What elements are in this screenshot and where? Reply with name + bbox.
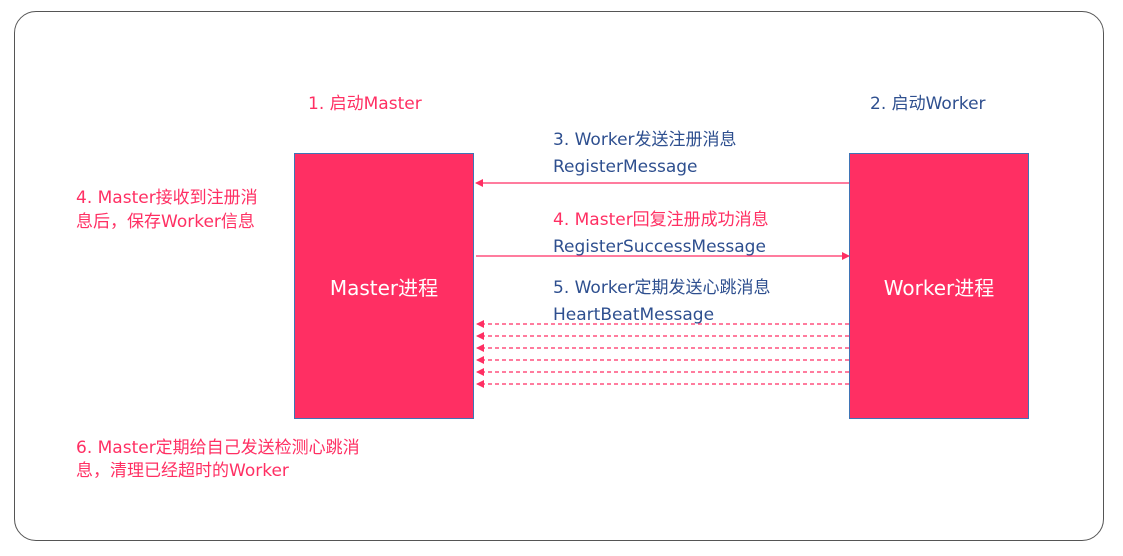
register-message-name: RegisterMessage [553, 157, 698, 177]
step-register-title: 3. Worker发送注册消息 [553, 130, 737, 150]
reply-message-name: RegisterSuccessMessage [553, 237, 766, 257]
diagram-frame [14, 11, 1104, 541]
step-reply-title: 4. Master回复注册成功消息 [553, 210, 769, 230]
worker-process-label: Worker进程 [883, 275, 995, 300]
step-start-master: 1. 启动Master [308, 94, 422, 114]
master-process-label: Master进程 [329, 275, 439, 300]
master-save-note-line1: 4. Master接收到注册消 [76, 188, 258, 208]
master-process-box: Master进程 [294, 153, 474, 419]
step-start-worker: 2. 启动Worker [870, 94, 986, 114]
heartbeat-message-name: HeartBeatMessage [553, 305, 715, 325]
heartbeat-arrows [476, 320, 849, 388]
worker-process-box: Worker进程 [849, 153, 1029, 419]
check-heartbeat-note-line2: 息，清理已经超时的Worker [76, 461, 289, 481]
check-heartbeat-note-line1: 6. Master定期给自己发送检测心跳消 [76, 438, 360, 458]
master-save-note-line2: 息后，保存Worker信息 [76, 212, 255, 232]
step-heartbeat-title: 5. Worker定期发送心跳消息 [553, 278, 771, 298]
